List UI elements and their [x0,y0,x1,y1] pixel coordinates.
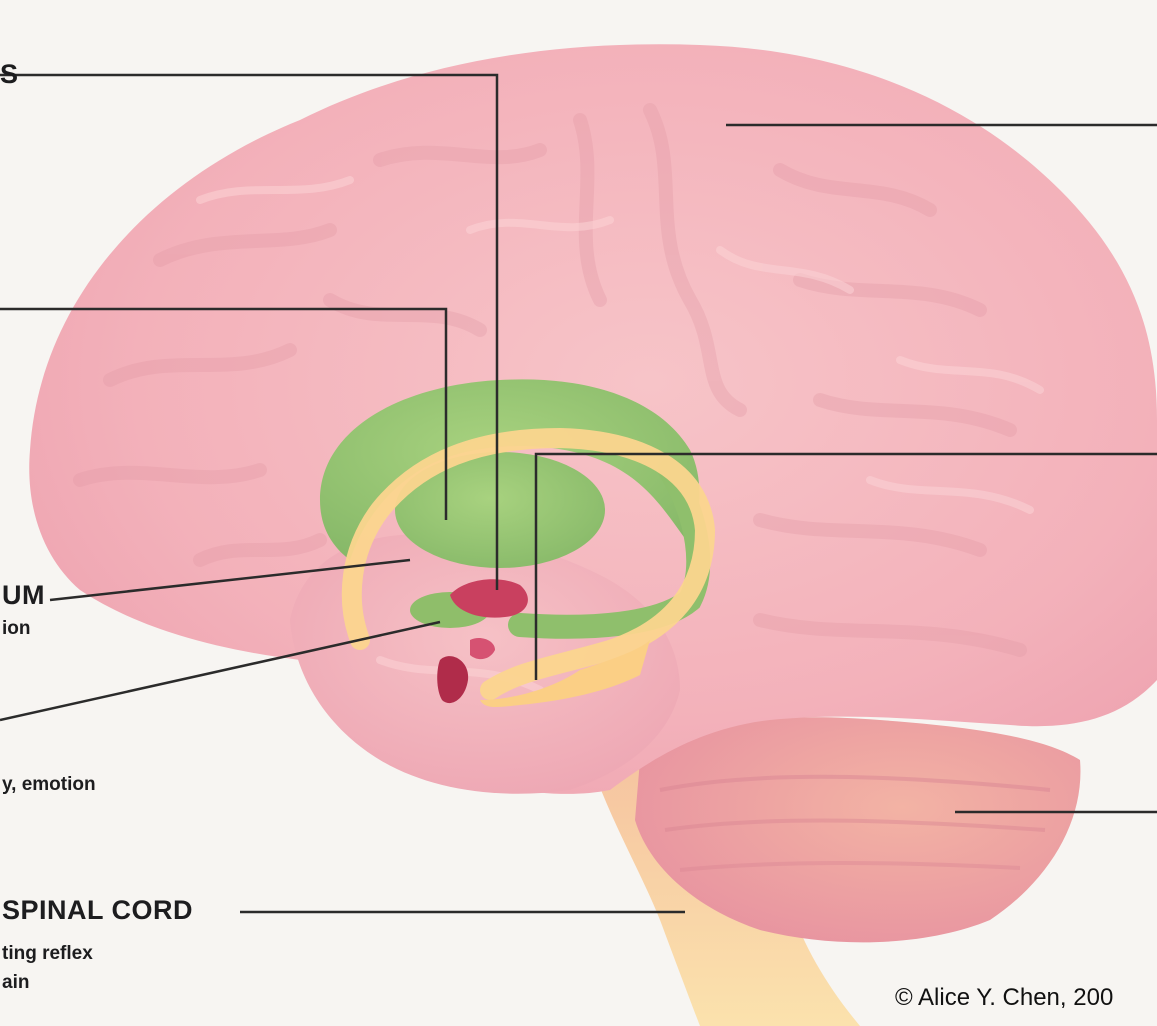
label-striatum-name: UM [2,580,45,611]
label-striatum-desc: ion [2,616,31,641]
copyright-credit: © Alice Y. Chen, 200 [895,984,1113,1012]
label-spinal-cord-desc-2: ain [2,970,29,995]
label-amygdala-desc: y, emotion [2,772,96,797]
label-spinal-cord-name: SPINAL CORD [2,895,193,926]
label-top-left: S [0,59,19,90]
label-spinal-cord-desc-1: ting reflex [2,941,93,966]
